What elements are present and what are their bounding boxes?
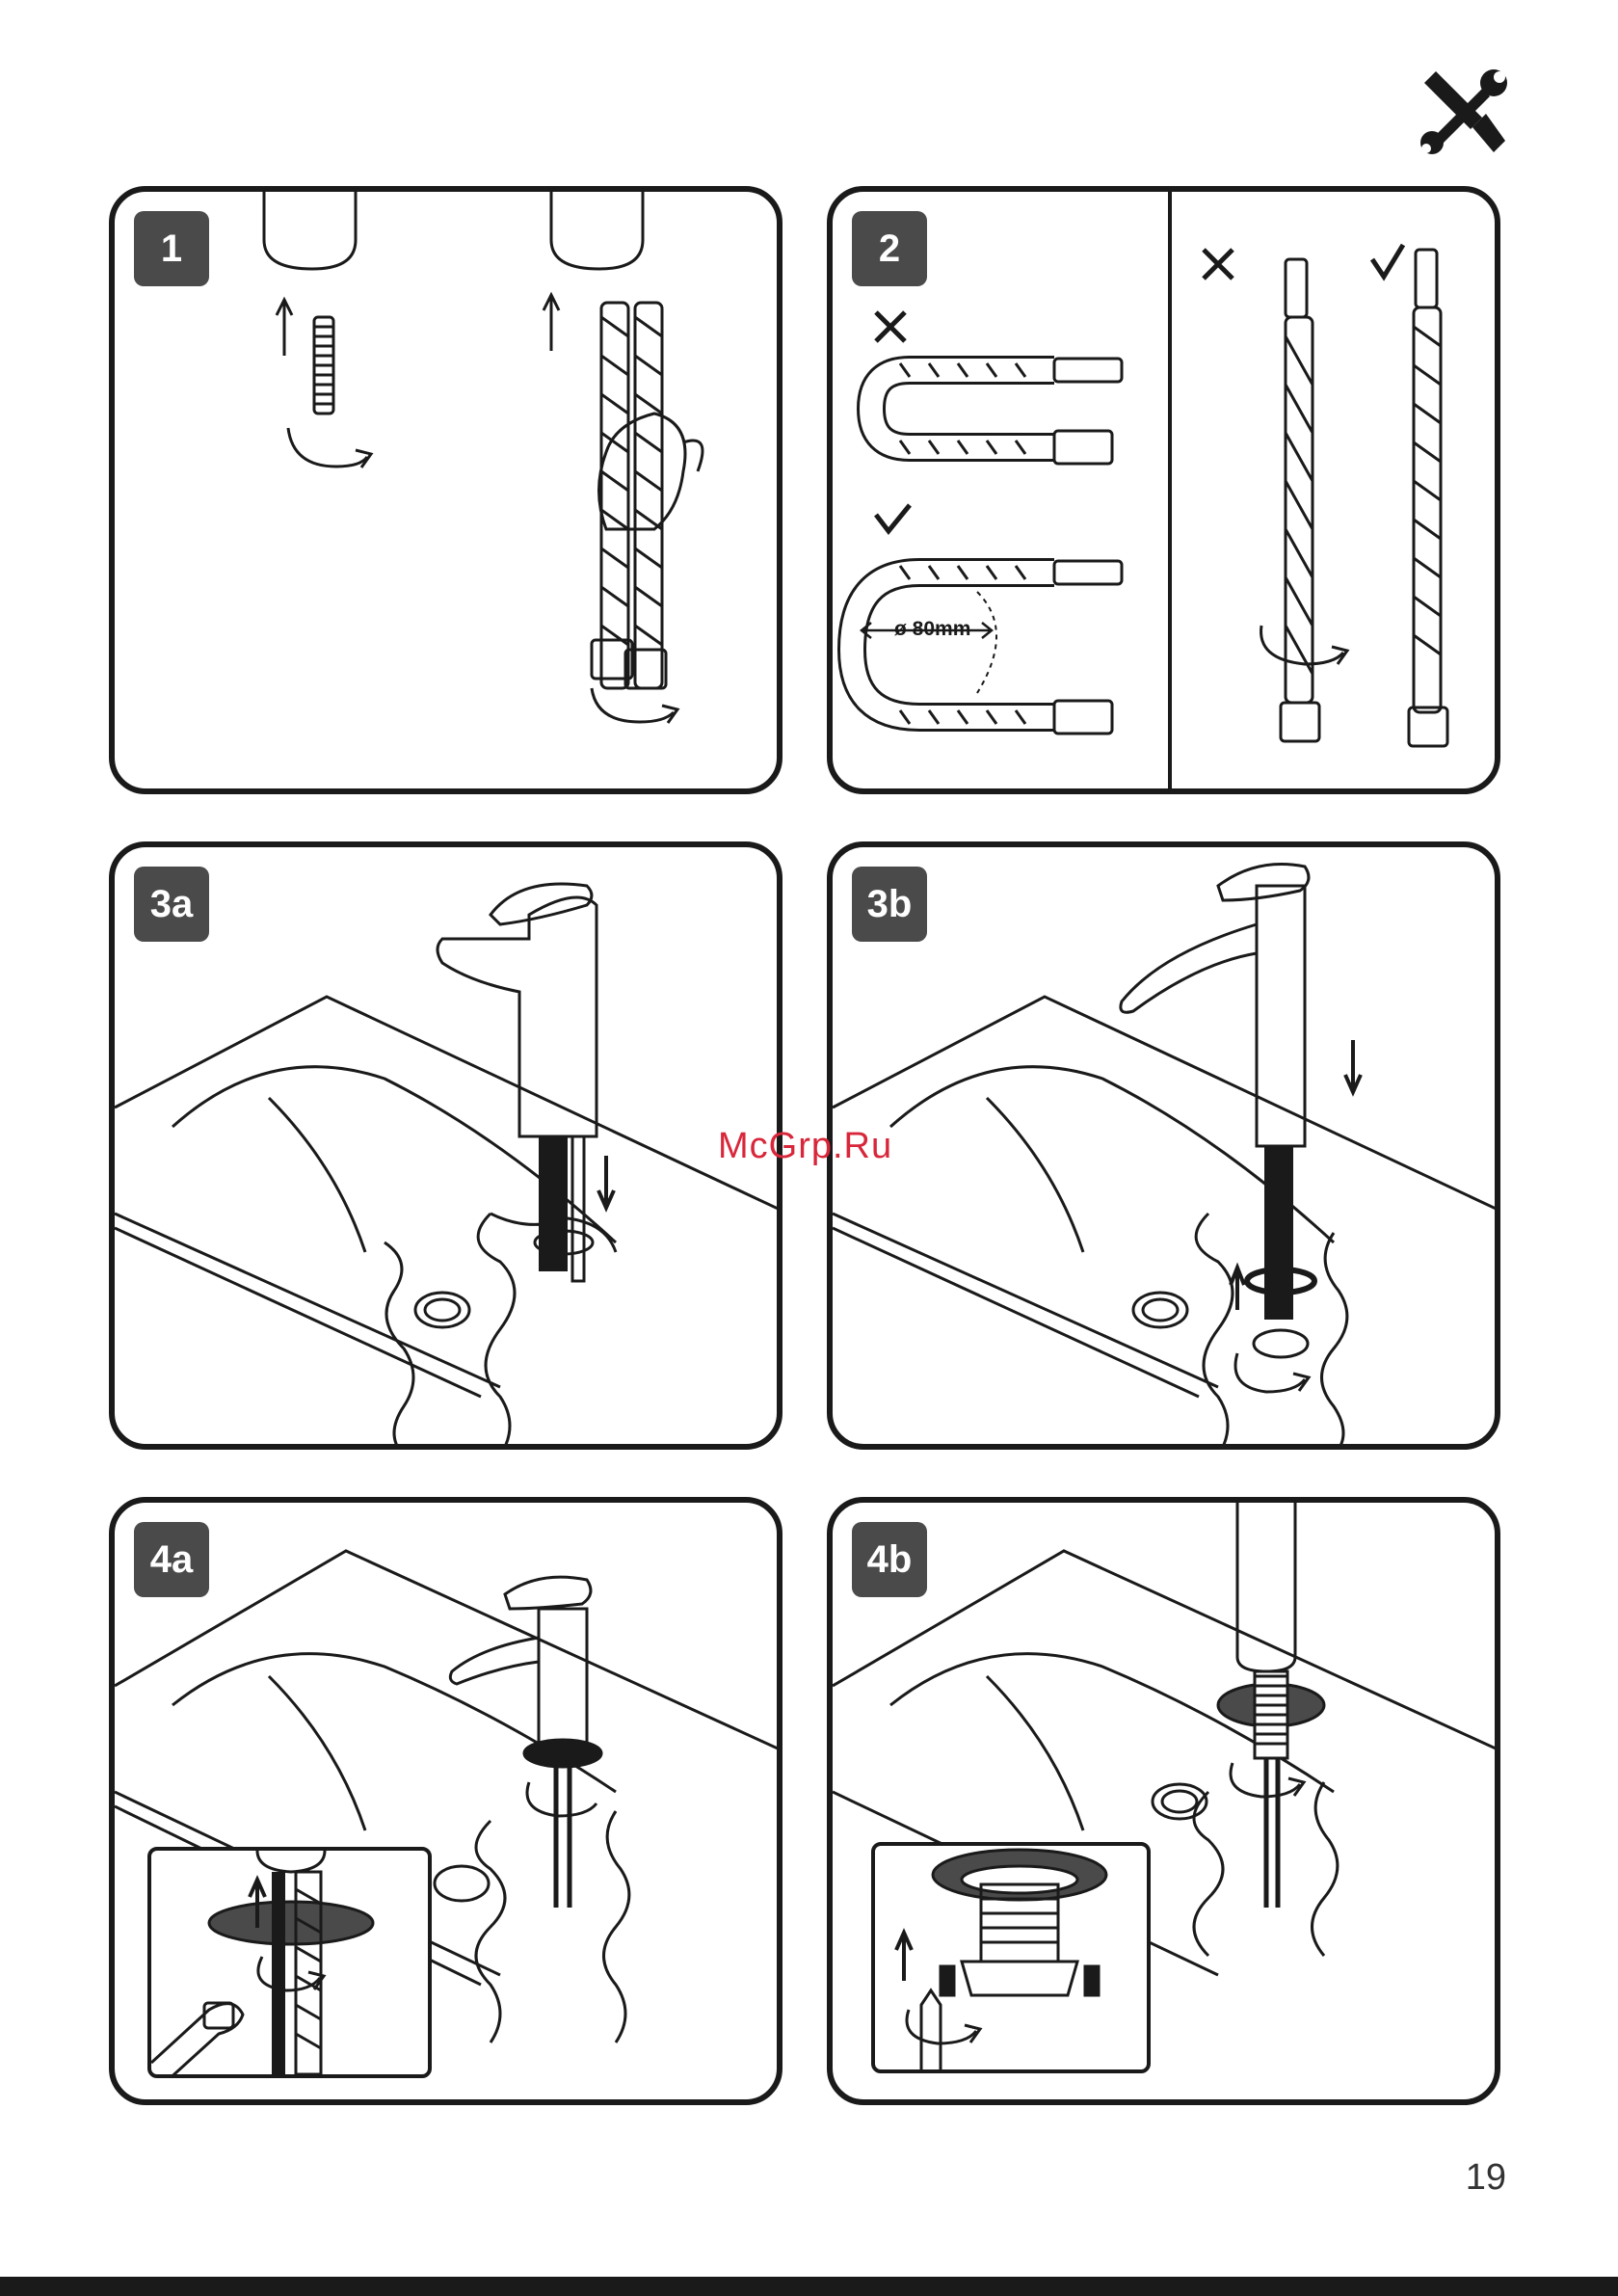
step-badge-1: 1 [134,211,209,286]
bottom-bar [0,2277,1618,2296]
step-panel-3a: 3a [109,841,782,1450]
step-2-illustration [833,192,1500,794]
tools-icon [1415,64,1511,160]
page-number: 19 [1466,2157,1506,2199]
step-panel-2: 2 [827,186,1500,794]
step-4a-detail-inset [147,1847,432,2078]
step-panel-3b: 3b [827,841,1500,1450]
step-badge-3b: 3b [852,867,927,942]
wrench-detail-illustration [151,1851,432,2078]
step-panel-4a: 4a [109,1497,782,2105]
hose-diameter-label: ø 80mm [894,618,970,641]
step-badge-4a: 4a [134,1522,209,1597]
watermark: McGrp.Ru [718,1126,892,1167]
step-badge-2: 2 [852,211,927,286]
step-3a-illustration [115,847,782,1450]
screwdriver-detail-illustration [875,1846,1151,2073]
step-panel-4b: 4b [827,1497,1500,2105]
step-4b-detail-inset [871,1842,1151,2073]
step-3b-illustration [833,847,1500,1450]
step-panel-1: 1 [109,186,782,794]
step-badge-3a: 3a [134,867,209,942]
step-badge-4b: 4b [852,1522,927,1597]
step-1-illustration [115,192,782,794]
